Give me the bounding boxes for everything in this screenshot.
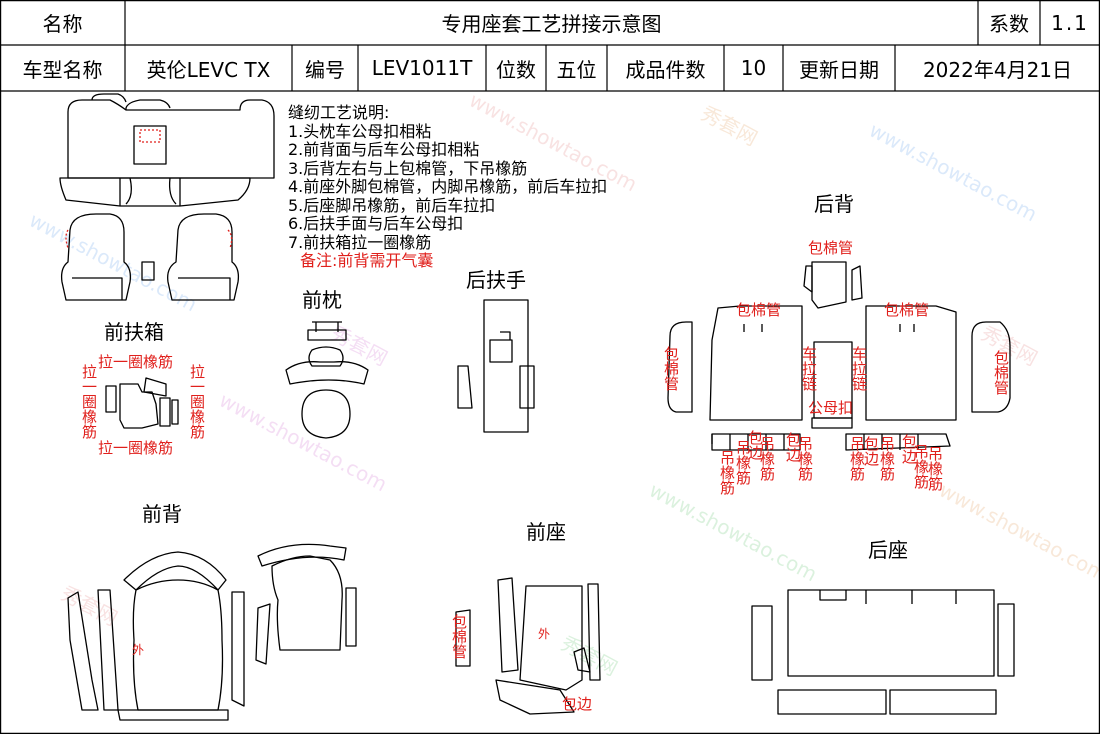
rear-armrest-pieces (457, 299, 535, 433)
code-value: LEV1011T (371, 56, 473, 80)
label-rear-seat: 后座 (868, 538, 908, 562)
seats-value: 五位 (556, 57, 597, 82)
note-item: 4.前座外脚包棉管，内脚吊橡筋，前后车拉扣 (288, 177, 608, 196)
model-value: 英伦LEVC TX (146, 57, 271, 82)
notes-title: 缝纫工艺说明: (288, 103, 390, 122)
annotation-outer-back: 外 (132, 643, 145, 657)
annotation-hang-elastic: 吊橡筋 (878, 436, 896, 481)
document-title: 专用座套工艺拼接示意图 (441, 12, 662, 36)
front-back-pieces (67, 543, 357, 721)
label-rear-back: 后背 (814, 192, 854, 216)
annotation-zipper-left: 车拉链 (800, 346, 818, 391)
annotation-tube-left: 包棉管 (736, 301, 782, 319)
label-front-headrest: 前枕 (302, 288, 342, 312)
label-front-armrest: 前扶箱 (104, 320, 164, 344)
date-value: 2022年4月21日 (922, 57, 1073, 82)
annotation-pull-elastic-bottom: 拉一圈橡筋 (98, 439, 174, 457)
front-seat-pieces (455, 577, 601, 715)
label-rear-armrest: 后扶手 (466, 268, 526, 292)
note-item: 3.后背左右与上包棉管，下吊橡筋 (288, 158, 528, 178)
annotation-tube-front-seat: 包棉管 (450, 614, 468, 659)
overview-front-seats (60, 213, 240, 301)
note-item: 1.头枕车公母扣相粘 (288, 121, 432, 141)
coefficient-label: 系数 (989, 12, 1029, 36)
pieces-value: 10 (740, 56, 767, 80)
label-front-seat: 前座 (526, 520, 566, 544)
note-item: 5.后座脚吊橡筋，前后车拉扣 (288, 195, 496, 215)
annotation-pull-elastic-left: 拉一圈橡筋 (80, 364, 98, 439)
annotation-tube-right: 包棉管 (884, 301, 930, 319)
front-armrest-pieces (105, 377, 179, 429)
code-label: 编号 (305, 57, 345, 82)
annotation-hang-elastic: 吊橡筋 (796, 436, 814, 481)
sewing-notes: 缝纫工艺说明: 1.头枕车公母扣相粘 2.前背面与后车公母扣相粘 3.后背左右与… (288, 103, 608, 271)
rear-seat-pieces (751, 589, 1015, 715)
front-headrest-pieces (285, 321, 369, 439)
annotation-tube-top: 包棉管 (808, 239, 854, 257)
annotation-tube-side-left: 包棉管 (662, 346, 680, 391)
annotation-zipper-right: 车拉链 (850, 346, 868, 391)
annotation-hang-elastic: 吊橡筋 (912, 444, 930, 489)
notes-remark: 备注:前背需开气囊 (300, 251, 434, 270)
annotation-snap: 公母扣 (808, 399, 854, 417)
model-label: 车型名称 (22, 57, 103, 82)
coefficient-value: 1.1 (1051, 10, 1089, 35)
annotation-hang-elastic: 吊橡筋 (718, 450, 736, 495)
annotation-hem: 包边 (784, 432, 802, 462)
annotation-hang-elastic: 吊橡筋 (848, 436, 866, 481)
annotation-hang-elastic: 吊橡筋 (926, 446, 944, 491)
note-item: 6.后扶手面与后车公母扣 (288, 214, 464, 233)
seats-label: 位数 (496, 57, 536, 82)
rear-back-pieces (667, 261, 1011, 451)
overview-rear-bench (59, 93, 275, 207)
annotation-tube-side-right: 包棉管 (992, 350, 1010, 395)
annotation-hem: 包边 (746, 430, 764, 460)
annotation-hang-elastic: 吊橡筋 (734, 440, 752, 485)
annotation-hem: 包边 (900, 434, 918, 464)
date-label: 更新日期 (799, 57, 879, 82)
annotation-outer-seat: 外 (538, 627, 551, 641)
annotation-pull-elastic-top: 拉一圈橡筋 (98, 353, 174, 371)
label-front-back: 前背 (142, 502, 182, 526)
pieces-label: 成品件数 (625, 57, 706, 82)
annotation-hem: 包边 (862, 436, 880, 466)
note-item: 7.前扶箱拉一圈橡筋 (288, 232, 432, 252)
note-item: 2.前背面与后车公母扣相粘 (288, 140, 480, 159)
name-label: 名称 (42, 12, 83, 36)
annotation-hang-elastic: 吊橡筋 (758, 436, 776, 481)
annotation-pull-elastic-right: 拉一圈橡筋 (188, 364, 206, 439)
annotation-hem-front-seat: 包边 (562, 695, 593, 713)
